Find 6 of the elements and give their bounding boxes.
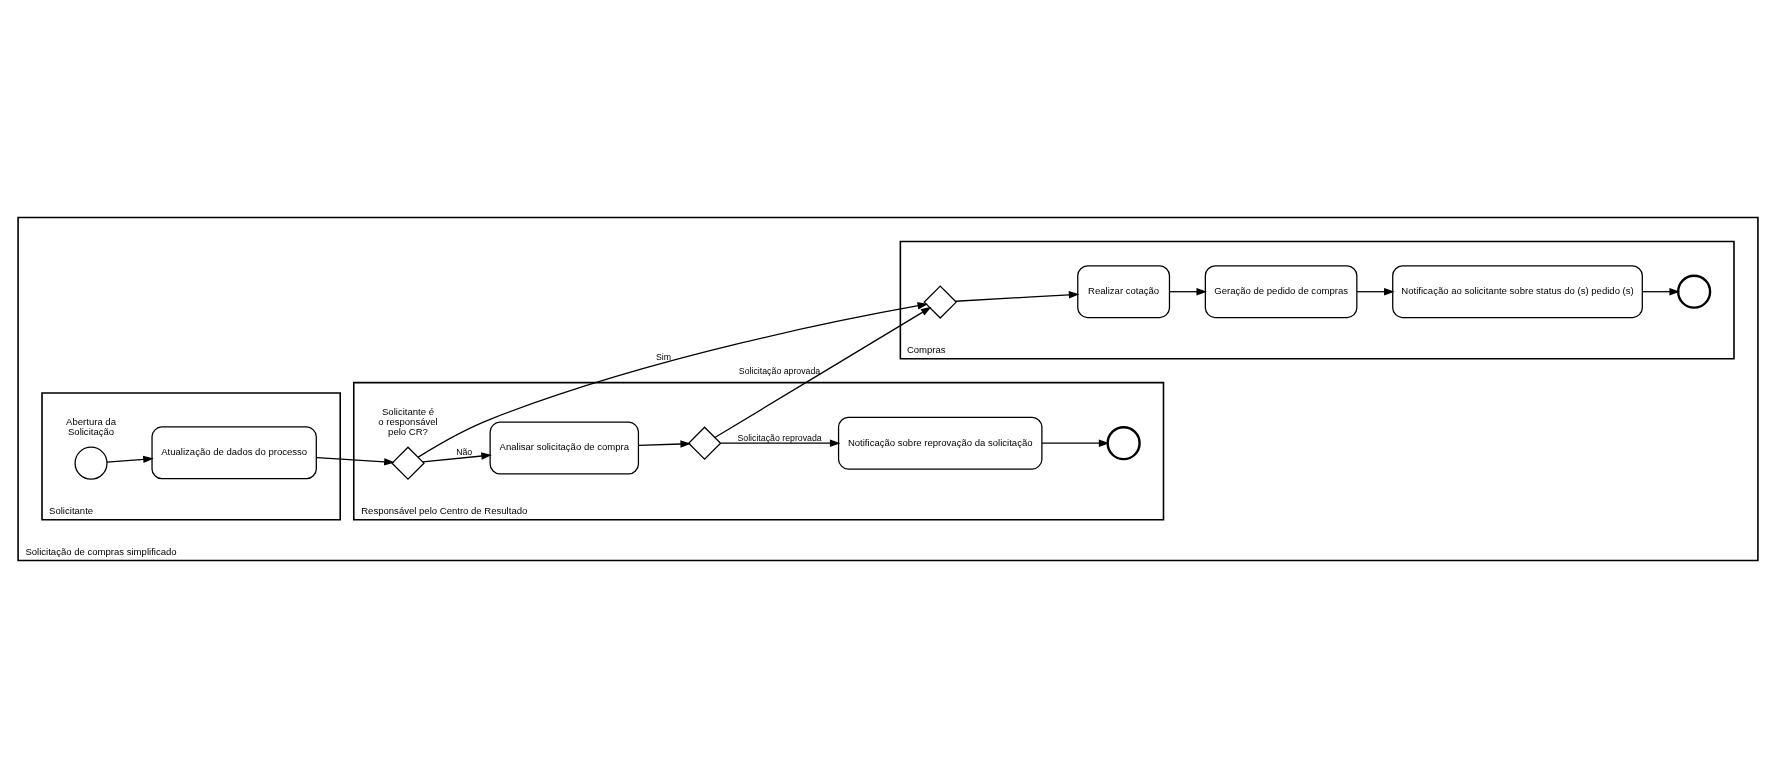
edge-label: Não	[456, 447, 473, 458]
edge-label: Solicitação reprovada	[737, 432, 822, 443]
edge-label: Solicitação aprovada	[738, 366, 821, 377]
node-label: Solicitante é o responsável pelo CR?	[378, 405, 438, 438]
node-label: Abertura da Solicitação	[66, 415, 116, 437]
edge-label: Sim	[655, 352, 672, 363]
